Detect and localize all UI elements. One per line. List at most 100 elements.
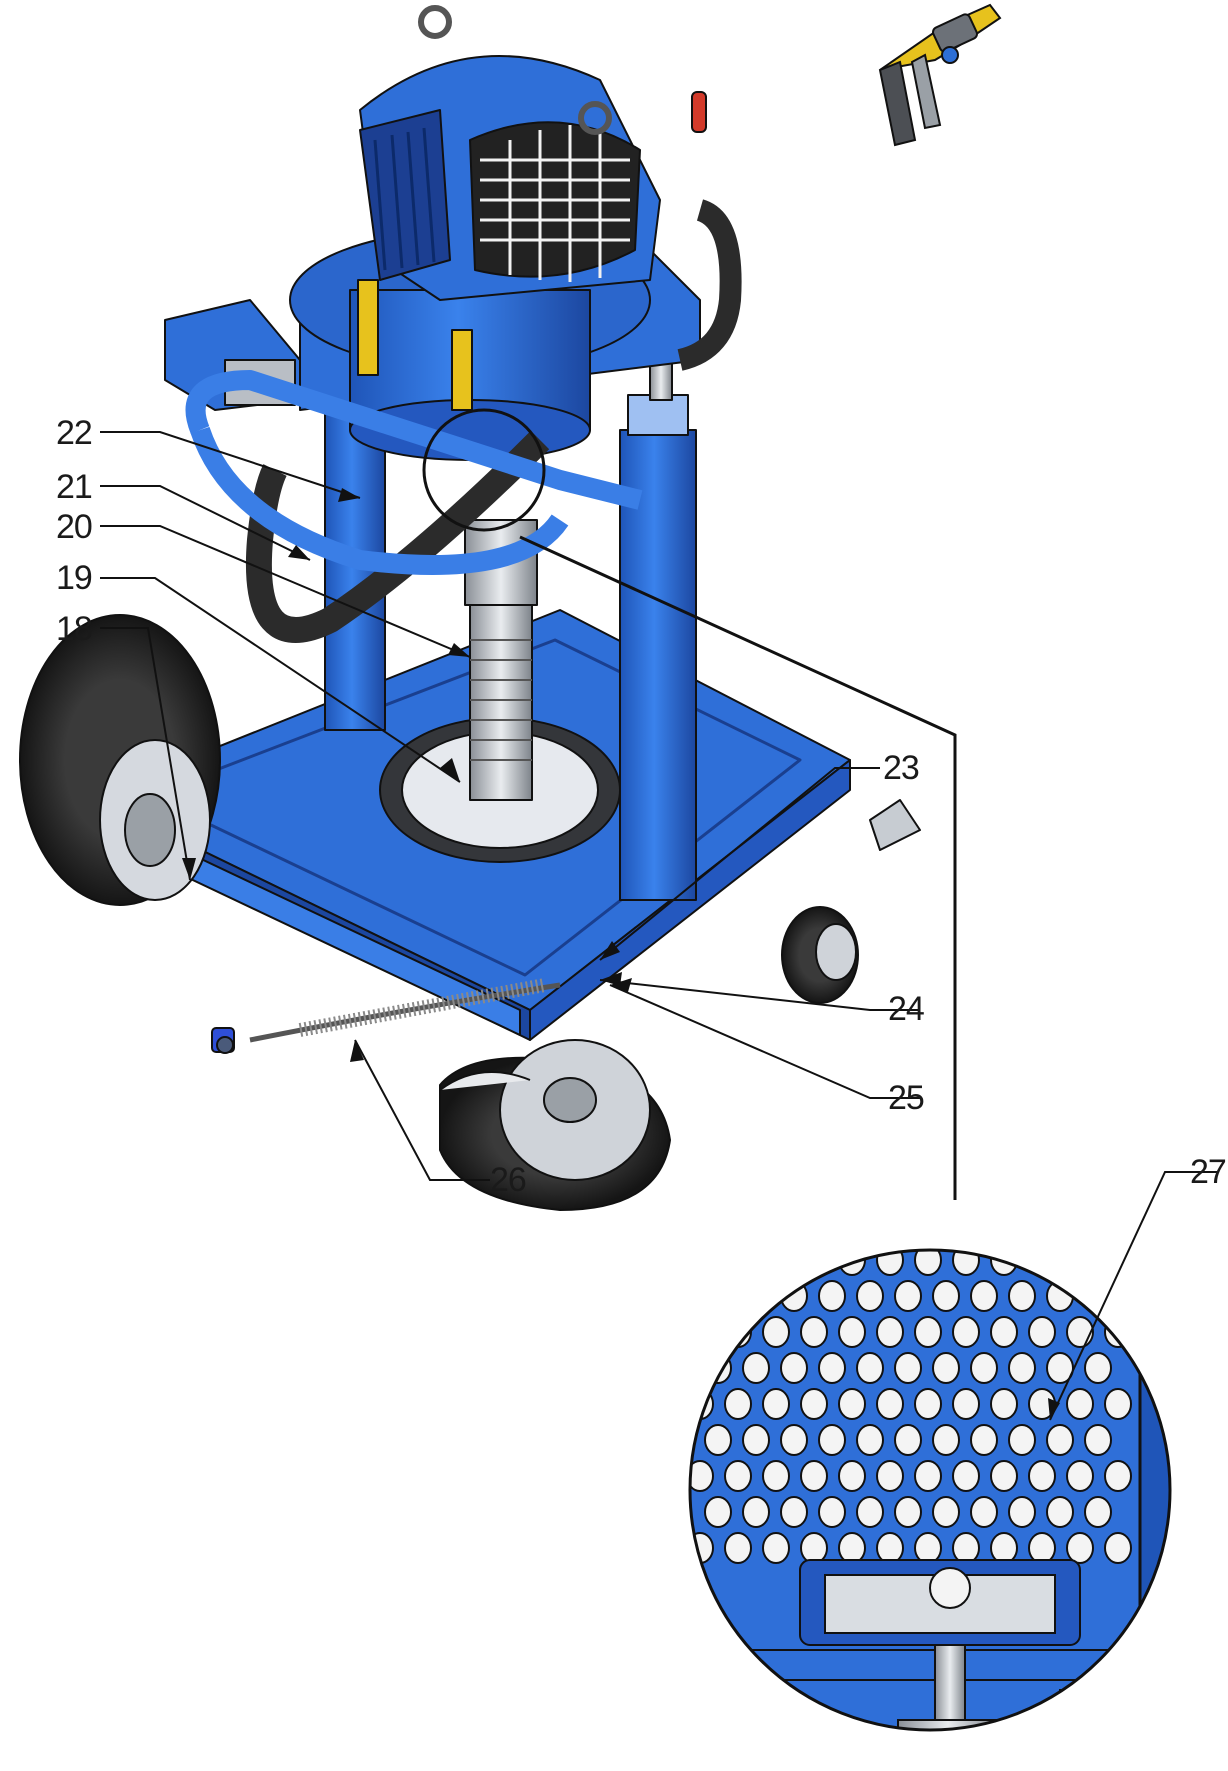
perforation-hole (856, 1424, 884, 1456)
perforation-hole (818, 1424, 846, 1456)
perforation-hole (1066, 1388, 1094, 1420)
perforation-hole (990, 1388, 1018, 1420)
callout-24-label: 24 (888, 990, 925, 1028)
perforation-hole (800, 1250, 828, 1276)
perforation-hole (970, 1424, 998, 1456)
perforation-hole (1066, 1532, 1094, 1564)
detail-circle-outline (688, 1248, 1172, 1732)
perforation-hole (932, 1352, 960, 1384)
perforation-hole (932, 1424, 960, 1456)
perforation-hole (876, 1532, 904, 1564)
perforation-hole (800, 1316, 828, 1348)
perforation-hole (952, 1316, 980, 1348)
perforation-hole (876, 1460, 904, 1492)
perforation-hole (818, 1496, 846, 1528)
perforation-hole (914, 1532, 942, 1564)
callout-22-label: 22 (56, 414, 93, 452)
pump-unit-drawing (19, 5, 921, 1211)
perforation-hole (856, 1280, 884, 1312)
perforation-hole (704, 1496, 732, 1528)
perforation-hole (1046, 1496, 1074, 1528)
perforation-hole (1104, 1460, 1132, 1492)
perforation-hole (894, 1352, 922, 1384)
perforation-hole (724, 1388, 752, 1420)
perforation-hole (1066, 1250, 1094, 1276)
perforation-hole (690, 1460, 714, 1492)
perforation-hole (1028, 1250, 1056, 1276)
callout-arrowheads (182, 488, 1060, 1420)
perforation-hole (876, 1388, 904, 1420)
perforation-hole (838, 1316, 866, 1348)
perforation-hole (952, 1460, 980, 1492)
perforation-hole (742, 1424, 770, 1456)
spray-gun-icon (878, 3, 1002, 147)
perforation-hole (1066, 1316, 1094, 1348)
perforation-hole (742, 1352, 770, 1384)
perforation-hole (914, 1388, 942, 1420)
perforation-hole (856, 1352, 884, 1384)
perforation-hole (690, 1316, 714, 1348)
perforation-hole (876, 1250, 904, 1276)
perforation-hole (1104, 1388, 1132, 1420)
perforation-hole (952, 1388, 980, 1420)
callout-27-label: 27 (1190, 1153, 1227, 1191)
perforation-hole (932, 1280, 960, 1312)
perforation-hole (876, 1316, 904, 1348)
perforation-hole (690, 1250, 714, 1276)
perforation-hole (780, 1496, 808, 1528)
perforation-hole (838, 1388, 866, 1420)
perforation-hole (894, 1280, 922, 1312)
perforation-hole (1104, 1250, 1132, 1276)
perforation-hole (1046, 1352, 1074, 1384)
callout-23-label: 23 (883, 749, 920, 787)
perforation-hole (762, 1532, 790, 1564)
perforation-hole (990, 1316, 1018, 1348)
callout-26-label: 26 (490, 1161, 527, 1199)
perforation-hole (818, 1352, 846, 1384)
perforation-hole (1046, 1424, 1074, 1456)
detail-magnifier-drawing (690, 1250, 1170, 1730)
perforation-hole (990, 1532, 1018, 1564)
perforation-hole (914, 1460, 942, 1492)
perforation-hole (914, 1250, 942, 1276)
perforation-hole (800, 1460, 828, 1492)
perforation-hole (780, 1352, 808, 1384)
perforation-hole (894, 1496, 922, 1528)
perforation-hole (914, 1316, 942, 1348)
perforation-hole (724, 1460, 752, 1492)
perforation-hole (1028, 1316, 1056, 1348)
perforation-hole (970, 1496, 998, 1528)
perforation-hole (1008, 1496, 1036, 1528)
perforation-hole (762, 1388, 790, 1420)
perforation-hole (762, 1250, 790, 1276)
perforation-hole (724, 1532, 752, 1564)
perforation-hole (952, 1532, 980, 1564)
perforation-hole (742, 1280, 770, 1312)
perforation-hole (1104, 1532, 1132, 1564)
perforation-hole (1008, 1424, 1036, 1456)
perforation-hole (856, 1496, 884, 1528)
perforation-hole (932, 1496, 960, 1528)
perforation-hole (1066, 1460, 1094, 1492)
callout-21-label: 21 (56, 468, 93, 506)
callout-leaders (100, 431, 1218, 1421)
perforation-hole (724, 1316, 752, 1348)
perforation-hole (1028, 1532, 1056, 1564)
perforation-hole (704, 1424, 732, 1456)
perforation-hole (838, 1532, 866, 1564)
perforation-hole (894, 1424, 922, 1456)
perforation-hole (780, 1424, 808, 1456)
perforation-hole (838, 1460, 866, 1492)
perforation-hole (1008, 1352, 1036, 1384)
perforation-hole (970, 1352, 998, 1384)
perforation-hole (990, 1460, 1018, 1492)
callout-20-label: 20 (56, 508, 93, 546)
perforation-hole (704, 1280, 732, 1312)
perforation-hole (1084, 1424, 1112, 1456)
perforation-hole (724, 1250, 752, 1276)
perforation-hole (762, 1460, 790, 1492)
perforation-hole (1008, 1280, 1036, 1312)
callout-18-label: 18 (56, 610, 93, 648)
